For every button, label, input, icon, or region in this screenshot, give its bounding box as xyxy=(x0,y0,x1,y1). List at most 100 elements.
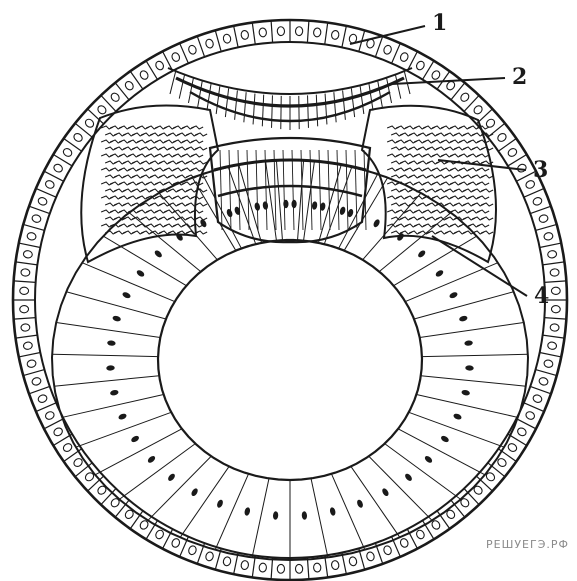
ectoderm-cell-nucleus xyxy=(551,287,560,294)
ectoderm-cell-nucleus xyxy=(205,551,215,562)
ectoderm-cell-nucleus xyxy=(21,323,30,331)
endoderm-cell-nucleus xyxy=(153,249,163,259)
ectoderm-cell-nucleus xyxy=(20,287,29,294)
endoderm-cell-nucleus xyxy=(107,340,116,346)
mesoderm-right-cell-mark xyxy=(481,175,493,178)
ectoderm-cell-wall xyxy=(163,51,173,71)
callout-label-2: 2 xyxy=(512,64,527,90)
ectoderm-cell-nucleus xyxy=(154,60,165,71)
mesoderm-left-cell-mark xyxy=(195,231,207,234)
ectoderm-cell-nucleus xyxy=(84,118,95,129)
ectoderm-cell-wall xyxy=(488,463,505,477)
ectoderm-cell-wall xyxy=(516,419,536,429)
callout-label-1: 1 xyxy=(432,10,447,36)
ectoderm-cell-wall xyxy=(464,95,479,111)
endoderm-cell-nucleus xyxy=(453,413,463,421)
endoderm-cell-wall xyxy=(62,394,164,417)
notochord-cells xyxy=(210,138,370,242)
ectoderm-cell-wall xyxy=(342,26,346,48)
endoderm-cell-wall xyxy=(394,236,477,286)
endoderm-cell-nucleus xyxy=(424,455,434,464)
neural-plate-cell-wall xyxy=(198,81,203,107)
ectoderm-cell-nucleus xyxy=(37,394,48,404)
neural-plate-cell-wall xyxy=(316,95,317,127)
neural-plate-cell-wall xyxy=(262,95,263,127)
neural-plate-cell-wall xyxy=(395,74,401,99)
ectoderm-cell-nucleus xyxy=(20,305,29,312)
ectoderm-cell-nucleus xyxy=(154,529,165,540)
ectoderm-cell-wall xyxy=(530,206,551,213)
ectoderm-cell-wall xyxy=(540,352,562,356)
neural-plate-cell-wall xyxy=(179,74,185,99)
ectoderm-cell-wall xyxy=(464,489,479,505)
neural-plate-cell-wall xyxy=(404,70,410,94)
endoderm-cell-nucleus xyxy=(106,365,115,371)
endoderm-cell-nucleus xyxy=(226,208,234,218)
ectoderm-cell-nucleus xyxy=(44,179,55,189)
endoderm-cell-wall xyxy=(416,394,518,417)
mesoderm-right-cell-mark xyxy=(477,224,489,227)
notochord-cell-wall xyxy=(274,150,276,230)
ectoderm-cell-nucleus xyxy=(313,563,321,572)
endoderm-cell-wall xyxy=(52,354,158,356)
endoderm-cell-wall xyxy=(129,213,201,272)
ectoderm-cell-nucleus xyxy=(62,442,73,453)
notochord-cell-wall xyxy=(229,150,231,230)
endoderm-cell-nucleus xyxy=(311,201,317,210)
endoderm-cell-wall xyxy=(54,376,159,386)
neural-plate-cell-wall xyxy=(334,92,336,122)
ectoderm-cell-nucleus xyxy=(222,34,231,44)
mesoderm-left-cell-mark xyxy=(195,147,207,150)
ectoderm-cell-wall xyxy=(180,43,189,63)
ectoderm-cell-wall xyxy=(325,23,328,45)
endoderm-cell-nucleus xyxy=(301,511,307,520)
ectoderm-cell-nucleus xyxy=(31,214,42,224)
ectoderm-cell-nucleus xyxy=(331,30,340,40)
endoderm-cell-wall xyxy=(148,456,211,520)
neural-plate-cell-wall xyxy=(308,95,309,127)
ectoderm-cell-nucleus xyxy=(472,104,483,115)
mesoderm-right-cell-mark xyxy=(477,196,489,199)
endoderm-cell-nucleus xyxy=(329,507,336,516)
mesoderm-left-cell-mark xyxy=(191,168,203,171)
ectoderm-cell-nucleus xyxy=(383,44,393,55)
ectoderm-cell-wall xyxy=(23,370,44,376)
ectoderm-cell-wall xyxy=(524,403,544,412)
mesoderm-left-cell-mark xyxy=(195,203,207,206)
ectoderm-cell-wall xyxy=(451,83,465,100)
ectoderm-cell-wall xyxy=(75,463,92,477)
ectoderm-cell-nucleus xyxy=(72,132,83,143)
ectoderm-cell-wall xyxy=(543,335,565,338)
ectoderm-cell-wall xyxy=(115,83,129,100)
ectoderm-cell-wall xyxy=(16,335,38,338)
ectoderm-cell-nucleus xyxy=(516,427,527,438)
ectoderm-cell-nucleus xyxy=(205,38,215,49)
ectoderm-cell-wall xyxy=(530,386,551,393)
ectoderm-cell-wall xyxy=(44,419,64,429)
ectoderm-cell-wall xyxy=(252,556,255,578)
ectoderm-cell-wall xyxy=(29,206,50,213)
ectoderm-cell-wall xyxy=(88,109,104,124)
neural-plate-cell-wall xyxy=(351,88,354,117)
neural-plate-cell-wall xyxy=(207,84,211,111)
mesoderm-left-cell-mark xyxy=(191,154,203,157)
ectoderm-cell-nucleus xyxy=(259,28,267,37)
endoderm-cell-wall xyxy=(332,474,365,550)
neural-plate-cell-wall xyxy=(272,95,273,127)
ectoderm-cell-nucleus xyxy=(459,92,470,103)
endoderm-cell-wall xyxy=(215,474,248,550)
endoderm-cell-wall xyxy=(369,456,432,520)
ectoderm-cell-wall xyxy=(14,318,36,320)
endoderm-cell-wall xyxy=(420,323,524,338)
endoderm-cell-nucleus xyxy=(464,340,473,346)
ectoderm-cell-nucleus xyxy=(543,232,553,241)
endoderm-cell-nucleus xyxy=(339,206,346,216)
endoderm-cell-wall xyxy=(252,478,269,557)
endoderm-cell-nucleus xyxy=(440,435,450,444)
ectoderm-cell-nucleus xyxy=(415,60,426,71)
ectoderm-cell-wall xyxy=(101,489,116,505)
mesoderm-right-cell-mark xyxy=(477,140,489,143)
ectoderm-cell-wall xyxy=(36,403,56,412)
endoderm-cell-nucleus xyxy=(110,389,119,396)
notochord-cell-wall xyxy=(292,150,294,230)
